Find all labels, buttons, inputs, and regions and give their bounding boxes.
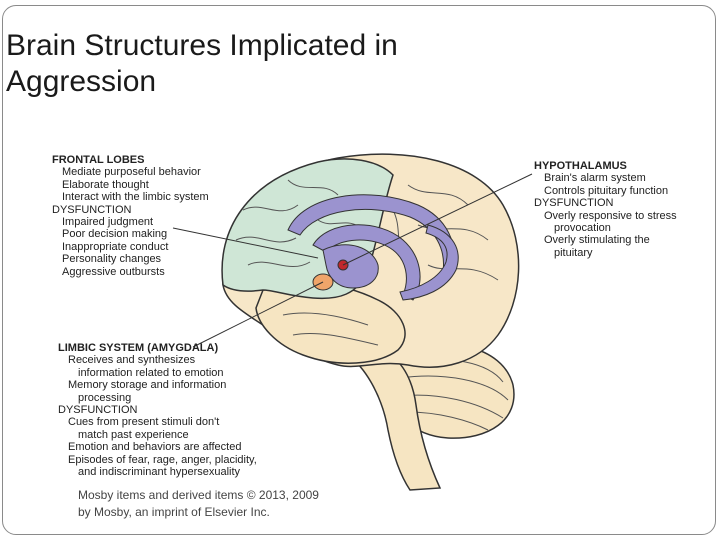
- hypothalamus-function: Brain's alarm system: [544, 172, 646, 185]
- page-title: Brain Structures Implicated in Aggressio…: [6, 29, 398, 98]
- frontal-leader-line: [172, 227, 319, 259]
- limbic-heading: LIMBIC SYSTEM (AMYGDALA): [58, 342, 219, 354]
- hypothalamus-label: HYPOTHALAMUS Brain's alarm system Contro…: [534, 160, 677, 259]
- limbic-function: processing: [78, 391, 132, 404]
- frontal-dysfunction: Inappropriate conduct: [62, 240, 169, 253]
- limbic-dysfunction: Cues from present stimuli don't: [68, 416, 220, 429]
- copyright-credit: Mosby items and derived items © 2013, 20…: [78, 488, 319, 519]
- frontal-function: Mediate purposeful behavior: [62, 166, 201, 179]
- limbic-function: information related to emotion: [78, 366, 224, 379]
- limbic-function: Receives and synthesizes: [68, 354, 196, 367]
- hypothalamus-dysfunction: provocation: [554, 222, 611, 235]
- brainstem-shape: [346, 347, 442, 491]
- limbic-system-label: LIMBIC SYSTEM (AMYGDALA) Receives and sy…: [58, 342, 257, 478]
- hypothalamus-heading: HYPOTHALAMUS: [534, 160, 627, 172]
- hypothalamus-dysfunction: pituitary: [554, 246, 593, 259]
- frontal-function: Interact with the limbic system: [62, 191, 209, 204]
- brain-figure: FRONTAL LOBES Mediate purposeful behavio…: [48, 150, 688, 500]
- frontal-dysfunction: Impaired judgment: [62, 216, 154, 229]
- brain-illustration: [172, 153, 533, 491]
- frontal-function: Elaborate thought: [62, 178, 149, 191]
- hypothalamus-dysfunction: Overly responsive to stress: [544, 209, 677, 222]
- frontal-lobes-label: FRONTAL LOBES Mediate purposeful behavio…: [52, 154, 209, 278]
- hypothalamus-dysfunction: Overly stimulating the: [544, 234, 650, 247]
- hypothalamus-dysfunction-heading: DYSFUNCTION: [534, 197, 614, 210]
- limbic-dysfunction: Emotion and behaviors are affected: [68, 441, 242, 454]
- frontal-dysfunction: Poor decision making: [62, 228, 168, 241]
- frontal-dysfunction: Personality changes: [62, 253, 162, 266]
- hypothalamus-leader-line: [342, 173, 533, 266]
- limbic-dysfunction-heading: DYSFUNCTION: [58, 404, 138, 417]
- limbic-dysfunction: Episodes of fear, rage, anger, placidity…: [68, 453, 257, 466]
- limbic-function: Memory storage and information: [68, 379, 227, 392]
- frontal-dysfunction-heading: DYSFUNCTION: [52, 203, 132, 216]
- frontal-lobes-heading: FRONTAL LOBES: [52, 154, 145, 166]
- limbic-dysfunction: match past experience: [78, 428, 189, 441]
- limbic-dysfunction: and indiscriminant hypersexuality: [78, 466, 241, 479]
- limbic-leader-line: [192, 281, 324, 348]
- hypothalamus-function: Controls pituitary function: [544, 184, 669, 197]
- frontal-dysfunction: Aggressive outbursts: [62, 265, 165, 278]
